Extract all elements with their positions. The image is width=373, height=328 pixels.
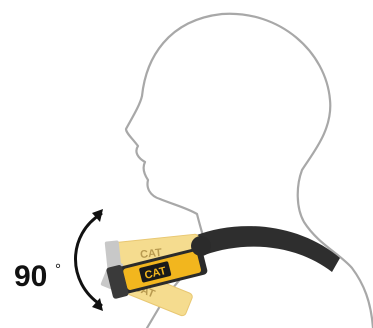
curved-double-arrow-icon (75, 209, 103, 311)
rotation-degree-symbol: ° (55, 262, 61, 277)
rotation-angle-value: 90 (14, 262, 47, 292)
lamp-pivot-hinge (191, 236, 211, 256)
neck-strap (194, 226, 340, 272)
